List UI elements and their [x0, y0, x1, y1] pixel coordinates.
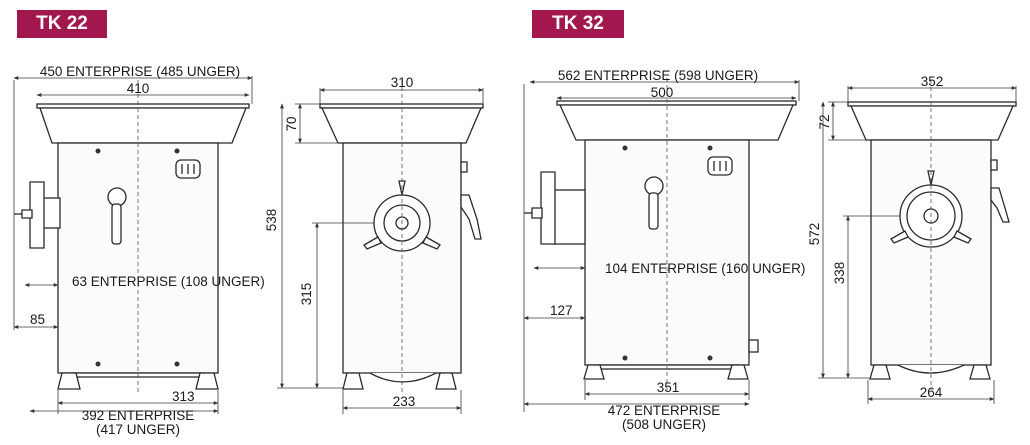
tk22-front-side-depth: 63 ENTERPRISE (108 UNGER): [72, 274, 265, 289]
tk22-side-view: [277, 80, 484, 414]
tk32-front-offset-left: 127: [550, 303, 573, 318]
tk22-side-hopper-height: 70: [284, 116, 299, 131]
tk32-front-width-hopper: 500: [651, 85, 674, 100]
tk22-front-base-total-1: 392 ENTERPRISE: [82, 408, 195, 423]
tk32-side-base-width: 264: [920, 385, 943, 400]
tk22-front-width-top: 450 ENTERPRISE (485 UNGER): [40, 64, 240, 79]
model-badge-tk22: TK 22: [17, 10, 107, 38]
tk22-side-width-top-label: 310: [391, 75, 414, 90]
tk22-front-base-total-2: (417 UNGER): [96, 422, 180, 437]
tk22-front-base-inner: 313: [172, 389, 195, 404]
tk22-side-base-width: 233: [393, 394, 416, 409]
tk22-side-outlet-height: 315: [299, 283, 314, 306]
tk32-front-view: [523, 78, 800, 412]
tk32-front-width-top: 562 ENTERPRISE (598 UNGER): [558, 68, 758, 83]
tk32-front-base-total-2: (508 UNGER): [622, 417, 706, 432]
tk32-side-width-top: 352: [921, 74, 944, 89]
tk32-front-side-depth: 104 ENTERPRISE (160 UNGER): [605, 261, 805, 276]
tk22-front-offset-left: 85: [30, 312, 45, 327]
tk32-front-base-total-1: 472 ENTERPRISE: [608, 403, 721, 418]
tk32-side-total-height: 572: [807, 223, 822, 246]
tk32-front-base-inner: 351: [657, 380, 680, 395]
model-badge-tk32: TK 32: [532, 10, 624, 38]
tk22-side-total-height: 538: [264, 209, 279, 232]
tk32-side-outlet-height: 338: [832, 262, 847, 285]
tk32-side-view: [818, 80, 1017, 404]
tk32-side-hopper-height: 72: [817, 114, 832, 129]
tk22-front-width-hopper: 410: [127, 81, 150, 96]
tk22-front-view: [13, 76, 253, 414]
